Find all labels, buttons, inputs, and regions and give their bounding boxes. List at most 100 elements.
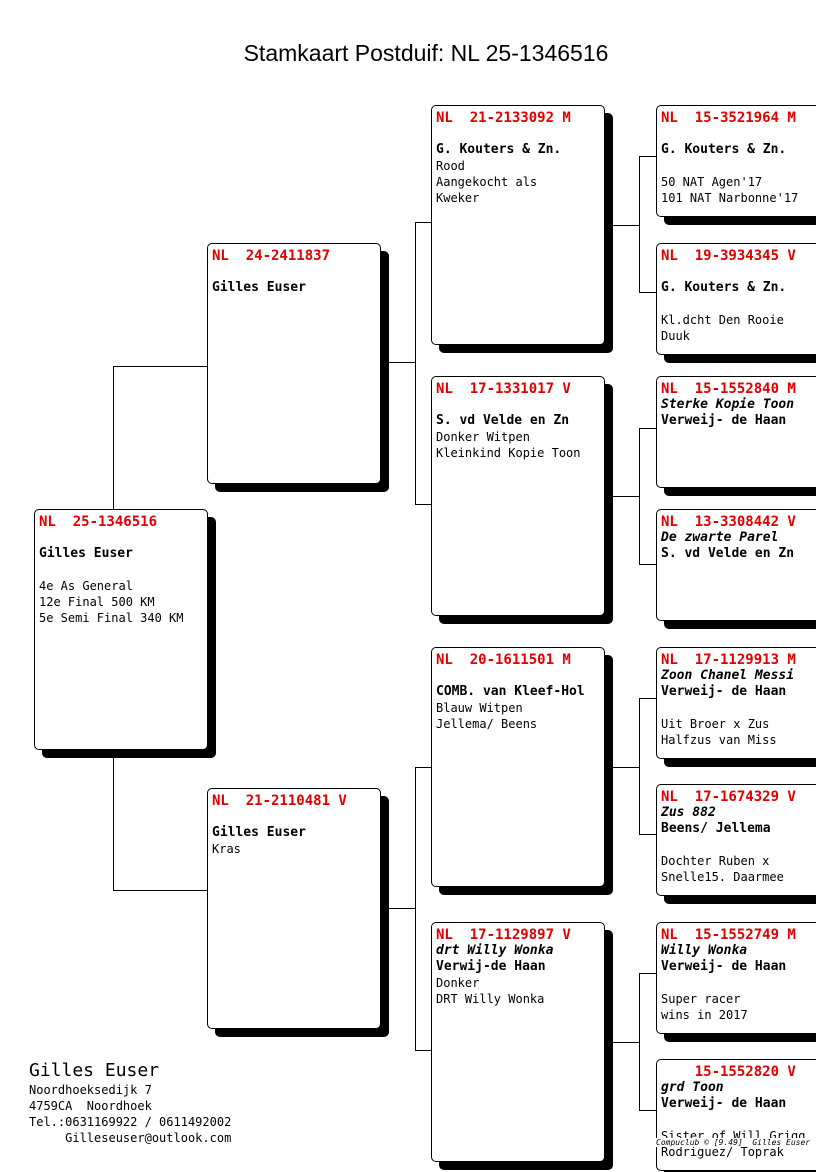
ring-number: NL 19-3934345 V: [661, 248, 796, 264]
owner-name: Verweij- de Haan: [661, 959, 787, 974]
pigeon-name: Zoon Chanel Messi: [661, 668, 795, 683]
connector: [415, 222, 431, 223]
info-line: 50 NAT Agen'17: [661, 175, 763, 189]
owner-name: G. Kouters & Zn.: [661, 280, 787, 295]
info-line: 4e As General: [39, 579, 133, 593]
breeder-email[interactable]: Gilleseuser@outlook.com: [29, 1131, 232, 1145]
connector: [639, 564, 656, 565]
pigeon-card-ffm[interactable]: NL 19-3934345 V G. Kouters & Zn. Kl.dcht…: [656, 243, 816, 355]
pigeon-card-fmm[interactable]: NL 13-3308442 V De zwarte Parel S. vd Ve…: [656, 509, 816, 621]
pigeon-name: grd Toon: [661, 1080, 724, 1095]
ring-number: NL 17-1331017 V: [436, 381, 571, 397]
pigeon-card-fff[interactable]: NL 15-3521964 M G. Kouters & Zn. 50 NAT …: [656, 105, 816, 217]
pigeon-card-father[interactable]: NL 24-2411837 Gilles Euser: [207, 243, 381, 484]
owner-name: Gilles Euser: [212, 825, 306, 840]
pigeon-card-mfm[interactable]: NL 17-1674329 V Zus 882 Beens/ Jellema D…: [656, 784, 816, 896]
owner-name: Gilles Euser: [39, 546, 133, 561]
pigeon-card-mmf[interactable]: NL 15-1552749 M Willy Wonka Verweij- de …: [656, 922, 816, 1034]
pigeon-card-fmf[interactable]: NL 15-1552840 M Sterke Kopie Toon Verwei…: [656, 376, 816, 488]
info-line: Kleinkind Kopie Toon: [436, 446, 581, 460]
connector: [612, 496, 639, 497]
info-line: Rood: [436, 159, 465, 173]
breeder-phone: Tel.:0631169922 / 0611492002: [29, 1115, 232, 1129]
owner-name: Verwij-de Haan: [436, 959, 546, 974]
pigeon-card-ff[interactable]: NL 21-2133092 M G. Kouters & Zn. Rood Aa…: [431, 105, 605, 345]
ring-number: NL 24-2411837: [212, 248, 331, 264]
owner-name: Verweij- de Haan: [661, 1096, 787, 1111]
info-line: Dochter Ruben x: [661, 854, 770, 868]
breeder-info: Gilles Euser Noordhoeksedijk 7 4759CA No…: [29, 1060, 231, 1146]
breeder-name: Gilles Euser: [29, 1060, 160, 1081]
owner-name: G. Kouters & Zn.: [436, 142, 562, 157]
connector: [113, 890, 208, 891]
connector: [415, 767, 431, 768]
owner-name: Verweij- de Haan: [661, 684, 787, 699]
connector: [639, 1110, 656, 1111]
pigeon-card-mf[interactable]: NL 20-1611501 M COMB. van Kleef-Hol Blau…: [431, 647, 605, 887]
pigeon-card-mm[interactable]: NL 17-1129897 V drt Willy Wonka Verwij-d…: [431, 922, 605, 1162]
pigeon-card-fm[interactable]: NL 17-1331017 V S. vd Velde en Zn Donker…: [431, 376, 605, 616]
ring-number: NL 17-1129897 V: [436, 927, 571, 943]
connector: [639, 156, 656, 157]
connector: [113, 366, 114, 510]
connector: [113, 750, 114, 890]
info-line: Donker: [436, 976, 480, 990]
info-line: DRT Willy Wonka: [436, 992, 545, 1006]
owner-name: Gilles Euser: [212, 280, 306, 295]
ring-number: NL 25-1346516: [39, 514, 158, 530]
ring-number: NL 21-2110481 V: [212, 793, 347, 809]
info-line: Aangekocht als: [436, 175, 538, 189]
connector: [639, 156, 640, 292]
info-line: Rodriguez/ Toprak: [661, 1145, 784, 1159]
copyright-notice: Compuclub © [9.49] Gilles Euser: [656, 1138, 811, 1147]
owner-name: S. vd Velde en Zn: [436, 413, 570, 428]
pigeon-card-mother[interactable]: NL 21-2110481 V Gilles Euser Kras: [207, 788, 381, 1029]
connector: [639, 698, 640, 834]
pigeon-card-root[interactable]: NL 25-1346516 Gilles Euser 4e As General…: [34, 509, 208, 750]
info-line: 101 NAT Narbonne'17: [661, 191, 799, 205]
owner-name: Beens/ Jellema: [661, 821, 771, 836]
info-line: Kweker: [436, 191, 480, 205]
breeder-address: Noordhoeksedijk 7: [29, 1083, 152, 1097]
info-line: Snelle15. Daarmee: [661, 870, 784, 884]
connector: [639, 428, 640, 564]
connector: [388, 362, 415, 363]
info-line: Halfzus van Miss: [661, 733, 777, 747]
connector: [415, 222, 416, 504]
pigeon-card-mmm[interactable]: 15-1552820 V grd Toon Verweij- de Haan S…: [656, 1059, 816, 1171]
info-line: wins in 2017: [661, 1008, 748, 1022]
connector: [612, 225, 639, 226]
connector: [639, 698, 656, 699]
info-line: Donker Witpen: [436, 430, 530, 444]
connector: [639, 973, 656, 974]
connector: [113, 366, 208, 367]
owner-name: Verweij- de Haan: [661, 413, 787, 428]
owner-name: G. Kouters & Zn.: [661, 142, 787, 157]
ring-number: NL 15-3521964 M: [661, 110, 796, 126]
connector: [612, 767, 639, 768]
ring-number: NL 15-1552749 M: [661, 927, 796, 943]
connector: [612, 1042, 639, 1043]
info-line: Blauw Witpen: [436, 701, 523, 715]
ring-number: NL 17-1129913 M: [661, 652, 796, 668]
ring-number: NL 21-2133092 M: [436, 110, 571, 126]
connector: [415, 504, 431, 505]
ring-number: NL 13-3308442 V: [661, 514, 796, 530]
ring-number: NL 17-1674329 V: [661, 789, 796, 805]
breeder-city: 4759CA Noordhoek: [29, 1099, 152, 1113]
owner-name: COMB. van Kleef-Hol: [436, 684, 585, 699]
info-line: Kras: [212, 842, 241, 856]
page-title: Stamkaart Postduif: NL 25-1346516: [243, 40, 609, 66]
pigeon-name: De zwarte Parel: [661, 530, 779, 545]
info-line: Super racer: [661, 992, 741, 1006]
connector: [415, 1050, 431, 1051]
info-line: Uit Broer x Zus: [661, 717, 770, 731]
connector: [388, 908, 415, 909]
pigeon-card-mff[interactable]: NL 17-1129913 M Zoon Chanel Messi Verwei…: [656, 647, 816, 759]
info-line: Duuk: [661, 329, 690, 343]
ring-number: NL 15-1552840 M: [661, 381, 796, 397]
connector: [639, 428, 656, 429]
pigeon-name: Sterke Kopie Toon: [661, 397, 795, 412]
connector: [415, 767, 416, 1050]
info-line: Kl.dcht Den Rooie: [661, 313, 784, 327]
